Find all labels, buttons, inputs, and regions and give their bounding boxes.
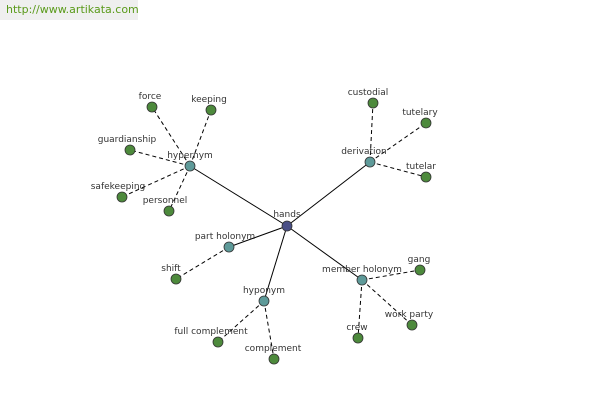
shift-node[interactable] (170, 273, 182, 285)
member-holonym-label[interactable]: member holonym (322, 265, 402, 275)
guardianship-node[interactable] (124, 144, 136, 156)
guardianship-label[interactable]: guardianship (98, 135, 157, 145)
force-node[interactable] (146, 101, 158, 113)
graph-edges (121, 102, 427, 360)
edge-hypernym-guardianship (129, 149, 191, 167)
custodial-label[interactable]: custodial (348, 88, 389, 98)
hypernym-node[interactable] (184, 160, 196, 172)
keeping-label[interactable]: keeping (191, 95, 227, 105)
edge-derivation-tutelar (369, 161, 427, 178)
crew-node[interactable] (352, 332, 364, 344)
hyponym-label[interactable]: hyponym (243, 286, 285, 296)
member-holonym-node[interactable] (356, 274, 368, 286)
edge-hands-hypernym (189, 165, 288, 227)
edge-part-holonym-shift (175, 246, 230, 280)
edge-member-holonym-gang (361, 269, 421, 281)
safekeeping-label[interactable]: safekeeping (91, 182, 146, 192)
part-holonym-label[interactable]: part holonym (195, 232, 255, 242)
graph-nodes (116, 97, 432, 365)
tutelary-label[interactable]: tutelary (402, 108, 438, 118)
edge-hyponym-full-complement (217, 300, 265, 343)
keeping-node[interactable] (205, 104, 217, 116)
derivation-node[interactable] (364, 156, 376, 168)
edge-hands-derivation (286, 161, 371, 227)
url-banner[interactable]: http://www.artikata.com (0, 0, 139, 20)
personnel-label[interactable]: personnel (143, 196, 188, 206)
edge-member-holonym-crew (357, 279, 363, 339)
edge-hypernym-keeping (189, 109, 212, 167)
edge-derivation-tutelary (369, 122, 427, 163)
edge-hypernym-safekeeping (121, 165, 191, 198)
force-label[interactable]: force (139, 92, 162, 102)
hands-node[interactable] (281, 220, 293, 232)
full-complement-label[interactable]: full complement (174, 327, 248, 337)
gang-node[interactable] (414, 264, 426, 276)
shift-label[interactable]: shift (161, 264, 181, 274)
derivation-label[interactable]: derivation (341, 147, 387, 157)
personnel-node[interactable] (163, 205, 175, 217)
edge-hypernym-personnel (168, 165, 191, 212)
work-party-node[interactable] (406, 319, 418, 331)
complement-label[interactable]: complement (245, 344, 302, 354)
edge-hands-part-holonym (228, 225, 288, 248)
hands-label[interactable]: hands (273, 210, 301, 220)
complement-node[interactable] (268, 353, 280, 365)
edge-derivation-custodial (369, 102, 374, 163)
work-party-label[interactable]: work party (385, 310, 434, 320)
tutelar-node[interactable] (420, 171, 432, 183)
edge-hands-hyponym (263, 225, 288, 302)
edge-member-holonym-work-party (361, 279, 413, 326)
full-complement-node[interactable] (212, 336, 224, 348)
edge-hands-member-holonym (286, 225, 363, 281)
safekeeping-node[interactable] (116, 191, 128, 203)
edge-hypernym-force (151, 106, 191, 167)
edge-hyponym-complement (263, 300, 275, 360)
tutelar-label[interactable]: tutelar (406, 162, 436, 172)
tutelary-node[interactable] (420, 117, 432, 129)
gang-label[interactable]: gang (408, 255, 431, 265)
custodial-node[interactable] (367, 97, 379, 109)
hypernym-label[interactable]: hypernym (167, 151, 213, 161)
crew-label[interactable]: crew (346, 323, 367, 333)
hyponym-node[interactable] (258, 295, 270, 307)
graph-labels: hands hypernym force keeping guardianship saf… (91, 88, 439, 354)
part-holonym-node[interactable] (223, 241, 235, 253)
